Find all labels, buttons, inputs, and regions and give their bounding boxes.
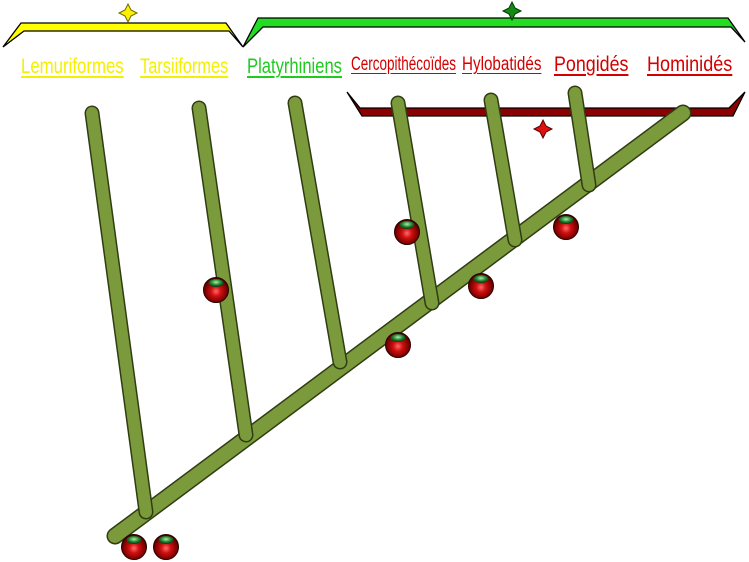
prosimian-marker-star-icon xyxy=(117,2,139,24)
trait-ball-icon xyxy=(468,273,494,299)
tarsiiformes-branch-fill xyxy=(193,102,252,441)
taxon-label-tarsiiformes: Tarsiiformes xyxy=(140,55,229,78)
pongides-branch-fill xyxy=(569,87,595,191)
trait-ball-icon xyxy=(203,277,229,303)
platyrhiniens-branch-fill xyxy=(289,97,346,368)
trait-ball-icon xyxy=(121,534,147,560)
anthropoid-marker-star-icon xyxy=(501,0,523,22)
anthropoid-bracket xyxy=(242,17,746,48)
trait-ball-icon xyxy=(385,332,411,358)
catarrhine-marker-star-icon xyxy=(532,118,554,140)
taxon-label-platyrhiniens: Platyrhiniens xyxy=(247,55,342,78)
prosimian-bracket xyxy=(2,22,244,48)
cercopithecoides-branch-fill xyxy=(392,97,438,309)
taxon-label-hylobatides: Hylobatidés xyxy=(462,54,542,75)
taxon-label-lemuriformes: Lemuriformes xyxy=(21,55,124,78)
trait-ball-icon xyxy=(394,219,420,245)
main-trunk-branch-fill xyxy=(108,106,690,543)
taxon-label-cercopithecoides: Cercopithécoïdes xyxy=(351,54,456,75)
trait-ball-icon xyxy=(153,534,179,560)
catarrhine-bracket xyxy=(346,91,746,117)
trait-ball-icon xyxy=(553,214,579,240)
hylobatides-branch-fill xyxy=(485,94,521,246)
taxon-label-pongides: Pongidés xyxy=(554,53,629,76)
lemuriformes-branch-fill xyxy=(86,107,152,518)
taxon-label-hominides: Hominidés xyxy=(647,53,733,76)
